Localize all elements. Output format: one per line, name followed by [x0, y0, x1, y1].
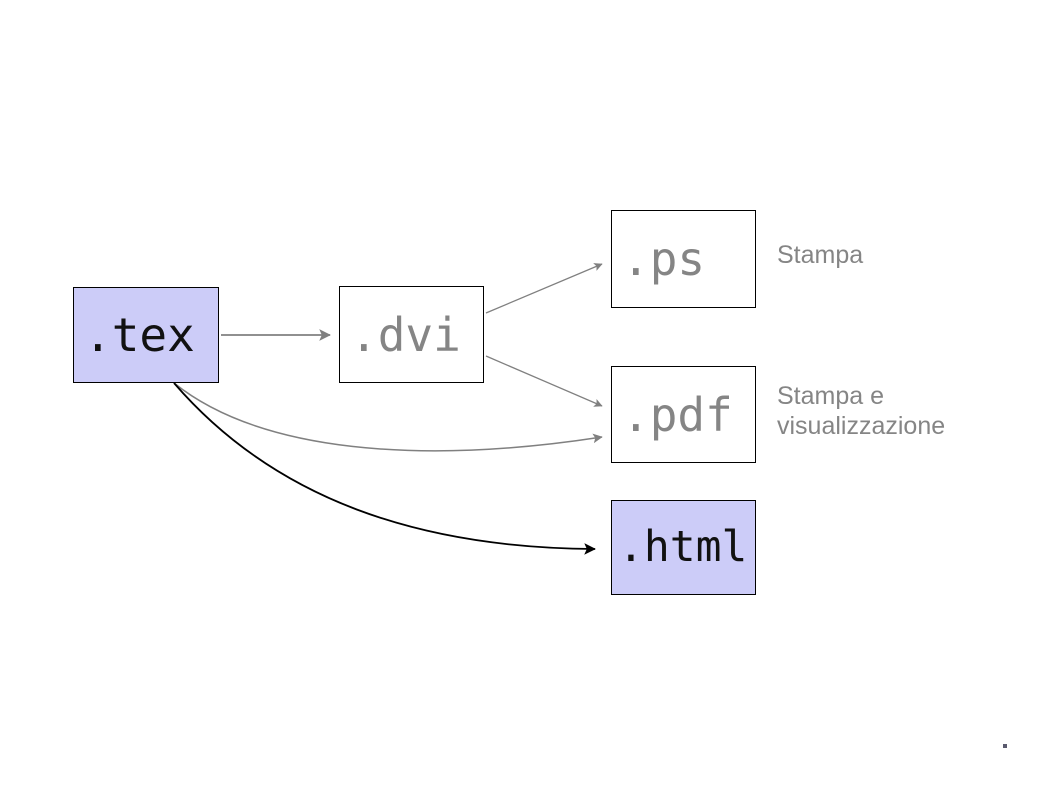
node-dvi-label: .dvi	[350, 307, 461, 362]
node-html-label: .html	[618, 522, 748, 572]
node-tex-label: .tex	[84, 308, 195, 362]
annotation-ps-note: Stampa	[777, 241, 864, 269]
node-pdf-label: .pdf	[622, 387, 733, 442]
corner-artifact-dot	[1003, 744, 1007, 748]
node-pdf[interactable]: .pdf	[611, 366, 756, 463]
node-ps-label: .ps	[622, 232, 706, 286]
node-ps[interactable]: .ps	[611, 210, 756, 308]
edge-tex-to-pdf	[173, 382, 603, 452]
node-html[interactable]: .html	[611, 500, 756, 595]
edge-tex-to-html	[173, 382, 596, 555]
node-dvi[interactable]: .dvi	[339, 286, 484, 383]
node-tex[interactable]: .tex	[73, 287, 219, 383]
annotation-pdf-note: Stampa e visualizzazione	[777, 382, 946, 440]
edge-dvi-to-pdf	[485, 355, 603, 407]
edge-dvi-to-ps	[485, 263, 603, 314]
